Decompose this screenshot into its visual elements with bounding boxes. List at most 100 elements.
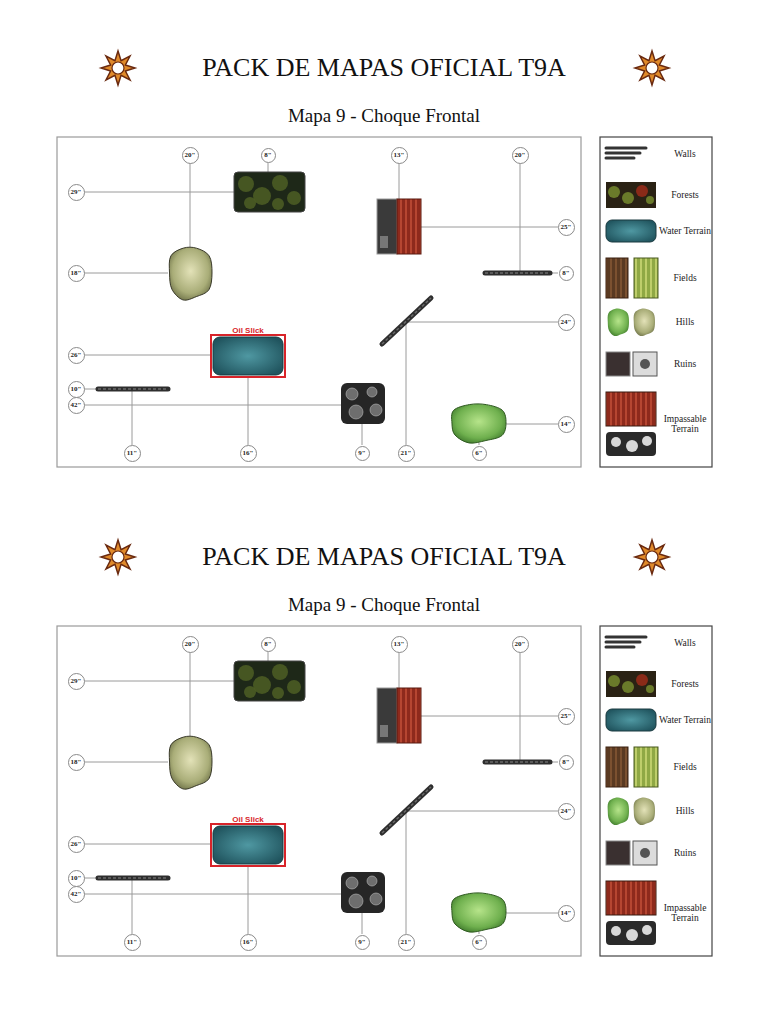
measure-circle: 29" [68,673,85,690]
measure-circle: 9" [355,935,370,950]
star-center [112,62,124,74]
tree [287,191,301,205]
map-subtitle: Mapa 9 - Choque Frontal [0,106,768,127]
measure-value: 14" [561,421,572,428]
measure-line [479,932,480,934]
rock [370,893,382,905]
measure-line [84,192,234,193]
forest-swatch [606,671,656,697]
measure-line [362,913,363,934]
star-icon [635,540,669,574]
measure-line [520,163,521,272]
rock [346,877,358,889]
wall [382,787,431,833]
star-center [112,551,124,563]
measure-value: 8" [562,759,569,766]
rock [349,894,363,908]
terrain-label: Oil Slick [232,326,264,335]
rock-swatch [626,929,638,941]
measure-circle: 24" [558,314,575,331]
rock [370,404,382,416]
rock [367,387,377,397]
wall-swatch [606,147,646,150]
measure-line [190,163,191,250]
measure-circle: 11" [124,934,141,951]
measure-circle: 8" [261,637,276,652]
measure-line [190,652,191,739]
measure-circle: 14" [558,416,575,433]
measure-circle: 10" [68,870,85,887]
wall [485,760,550,765]
tree-swatch [608,675,620,687]
measure-line [408,811,558,812]
legend-text: Ruins [658,359,712,369]
rock-swatch [642,925,652,935]
wall-highlight [382,298,431,344]
tree [272,198,284,210]
measure-line [84,894,341,895]
measure-circle: 16" [240,934,257,951]
wall-highlight [98,388,168,390]
measure-value: 18" [71,270,82,277]
ruins-swatch [606,352,630,376]
ruins-swatch [633,352,657,376]
field [397,199,421,254]
measure-line [399,163,400,199]
measure-circle: 10" [68,381,85,398]
ruins-detail [380,236,388,248]
measure-circle: 25" [558,708,575,725]
measure-circle: 21" [398,445,415,462]
measure-circle: 13" [391,636,408,653]
measure-value: 20" [185,152,196,159]
star-icon [635,51,669,85]
impassable-swatch [606,392,656,426]
measure-line [506,913,558,914]
board [57,626,581,956]
hill-swatch [634,798,655,825]
measure-circle: 20" [512,147,529,164]
legend-text: Hills [658,317,712,327]
tree-swatch [622,681,634,693]
legend-text: Hills [658,806,712,816]
measure-value: 29" [71,678,82,685]
measure-line [248,867,249,934]
rock [349,405,363,419]
tree-swatch [636,185,648,197]
legend-text: Walls [658,638,712,648]
wall-swatch [606,636,646,639]
star-icon [101,51,135,85]
measure-circle: 42" [68,397,85,414]
ruins-detail [640,359,650,369]
wall-highlight [382,787,431,833]
legend-text: Forests [658,679,712,689]
impassable-swatch [606,881,656,915]
wall-swatch [606,152,640,155]
measure-line [84,273,168,274]
measure-circle: 42" [68,886,85,903]
measure-value: 6" [475,450,482,457]
wall [98,876,168,881]
measure-line [268,163,269,172]
measure-line [84,405,341,406]
measure-line [406,322,407,445]
measure-value: 10" [71,386,82,393]
tree-swatch [646,685,654,693]
rock-swatch [611,437,621,447]
measure-circle: 6" [472,446,487,461]
legend-text: Fields [658,762,712,772]
wall [382,298,431,344]
tree [238,665,254,681]
water [213,337,283,375]
legend-panel [600,137,712,467]
measure-value: 13" [394,641,405,648]
tree-swatch [636,674,648,686]
measure-circle: 14" [558,905,575,922]
page-title: PACK DE MAPAS OFICIAL T9A [0,543,768,572]
measure-line [84,681,234,682]
measure-line [268,652,269,661]
field-swatch [634,258,658,298]
measure-value: 10" [71,875,82,882]
terrain-label: Oil Slick [232,815,264,824]
measure-line [506,424,558,425]
wall-swatch [606,646,634,649]
